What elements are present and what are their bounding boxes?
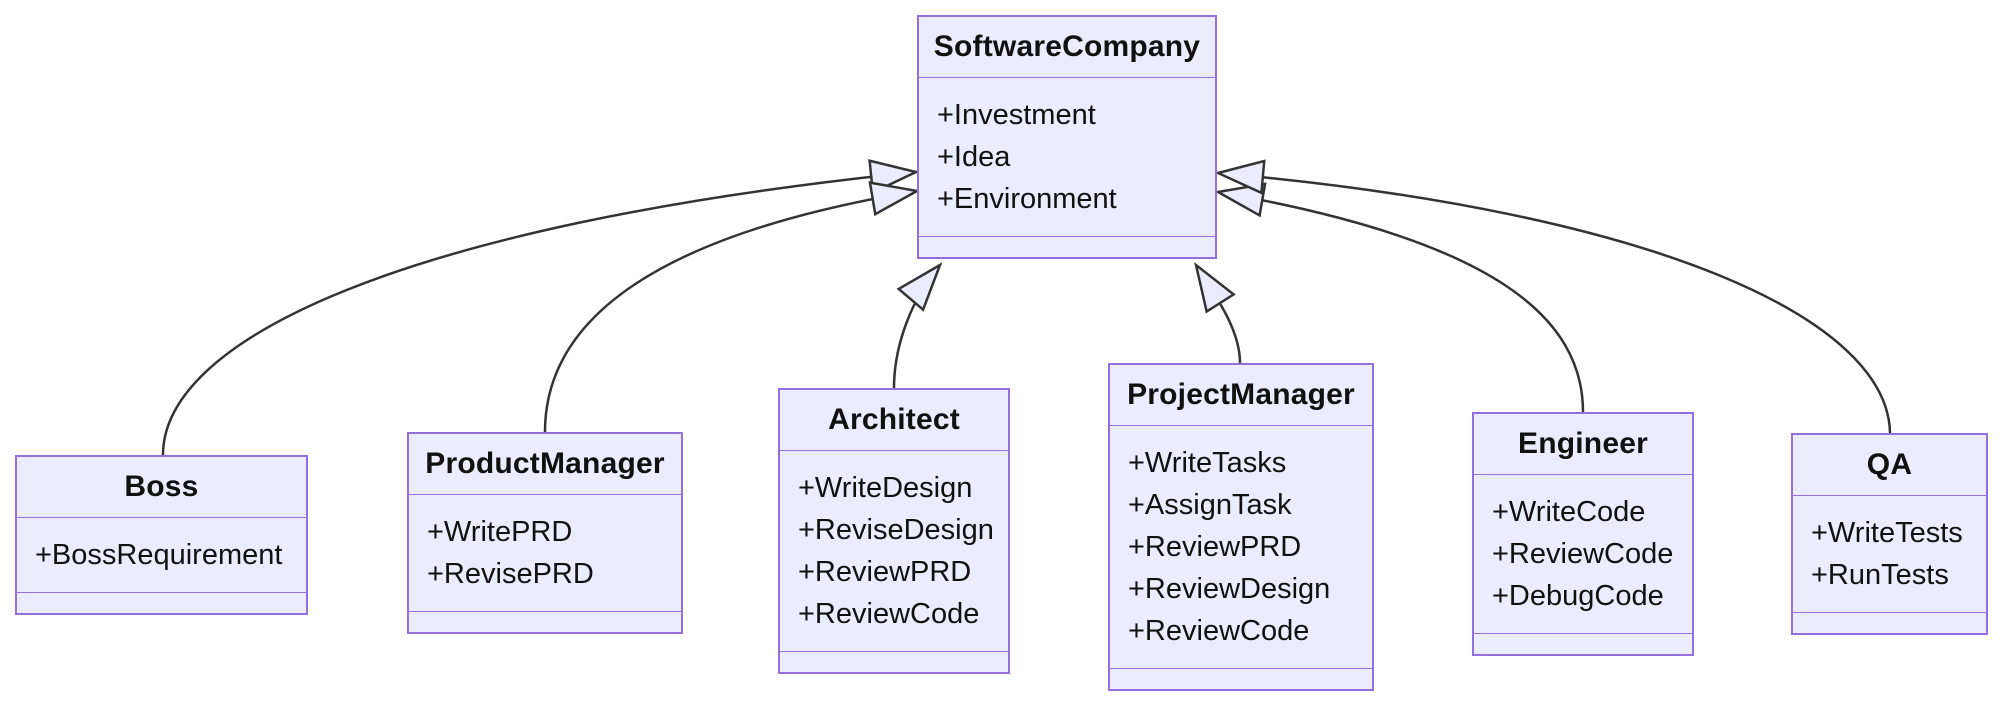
class-methods-empty xyxy=(919,236,1215,257)
class-attribute: +ReviewCode xyxy=(798,598,980,630)
class-node-boss: Boss +BossRequirement xyxy=(15,455,308,615)
class-name: Architect xyxy=(780,390,1008,451)
class-attribute: +ReviewPRD xyxy=(1128,531,1302,563)
edge-productmanager-to-softwarecompany xyxy=(543,191,917,433)
class-node-architect: Architect +WriteDesign +ReviseDesign +Re… xyxy=(778,388,1010,674)
class-attributes: +WriteTasks +AssignTask +ReviewPRD +Revi… xyxy=(1110,426,1372,668)
class-name: SoftwareCompany xyxy=(919,17,1215,78)
class-attribute: +ReviseDesign xyxy=(798,514,994,546)
class-attribute: +Idea xyxy=(937,141,1011,173)
class-attribute: +WriteDesign xyxy=(798,472,973,504)
class-attributes: +WriteDesign +ReviseDesign +ReviewPRD +R… xyxy=(780,451,1008,651)
edge-qa-to-softwarecompany xyxy=(1218,173,1892,434)
class-methods-empty xyxy=(409,611,681,632)
class-attribute: +WriteCode xyxy=(1492,496,1646,528)
class-attribute: +WriteTests xyxy=(1811,517,1963,549)
class-node-softwarecompany: SoftwareCompany +Investment +Idea +Envir… xyxy=(917,15,1217,259)
class-attribute: +Investment xyxy=(937,99,1096,131)
edge-projectmanager-to-softwarecompany xyxy=(1196,265,1242,364)
class-attribute: +RunTests xyxy=(1811,559,1949,591)
class-methods-empty xyxy=(1474,633,1692,654)
class-attributes: +WritePRD +RevisePRD xyxy=(409,495,681,611)
class-name: Engineer xyxy=(1474,414,1692,475)
class-attribute: +DebugCode xyxy=(1492,580,1664,612)
class-name: ProductManager xyxy=(409,434,681,495)
class-attribute: +ReviewCode xyxy=(1128,615,1310,647)
class-name: QA xyxy=(1793,435,1986,496)
class-attribute: +RevisePRD xyxy=(427,558,594,590)
class-methods-empty xyxy=(1793,612,1986,633)
edge-boss-to-softwarecompany xyxy=(161,172,916,456)
class-attribute: +ReviewDesign xyxy=(1128,573,1331,605)
class-node-projectmanager: ProjectManager +WriteTasks +AssignTask +… xyxy=(1108,363,1374,691)
class-attributes: +Investment +Idea +Environment xyxy=(919,78,1215,236)
class-node-productmanager: ProductManager +WritePRD +RevisePRD xyxy=(407,432,683,634)
class-attributes: +WriteCode +ReviewCode +DebugCode xyxy=(1474,475,1692,633)
class-name: ProjectManager xyxy=(1110,365,1372,426)
class-attribute: +ReviewPRD xyxy=(798,556,972,588)
class-attribute: +BossRequirement xyxy=(35,539,283,571)
class-node-qa: QA +WriteTests +RunTests xyxy=(1791,433,1988,635)
class-attribute: +AssignTask xyxy=(1128,489,1292,521)
class-attribute: +WriteTasks xyxy=(1128,447,1287,479)
class-attribute: +WritePRD xyxy=(427,516,573,548)
class-node-engineer: Engineer +WriteCode +ReviewCode +DebugCo… xyxy=(1472,412,1694,656)
class-attributes: +BossRequirement xyxy=(17,518,306,592)
class-name: Boss xyxy=(17,457,306,518)
class-attribute: +Environment xyxy=(937,183,1117,215)
edge-architect-to-softwarecompany xyxy=(892,265,940,389)
edge-engineer-to-softwarecompany xyxy=(1218,192,1585,413)
class-attribute: +ReviewCode xyxy=(1492,538,1674,570)
class-attributes: +WriteTests +RunTests xyxy=(1793,496,1986,612)
class-methods-empty xyxy=(780,651,1008,672)
class-methods-empty xyxy=(1110,668,1372,689)
class-methods-empty xyxy=(17,592,306,613)
